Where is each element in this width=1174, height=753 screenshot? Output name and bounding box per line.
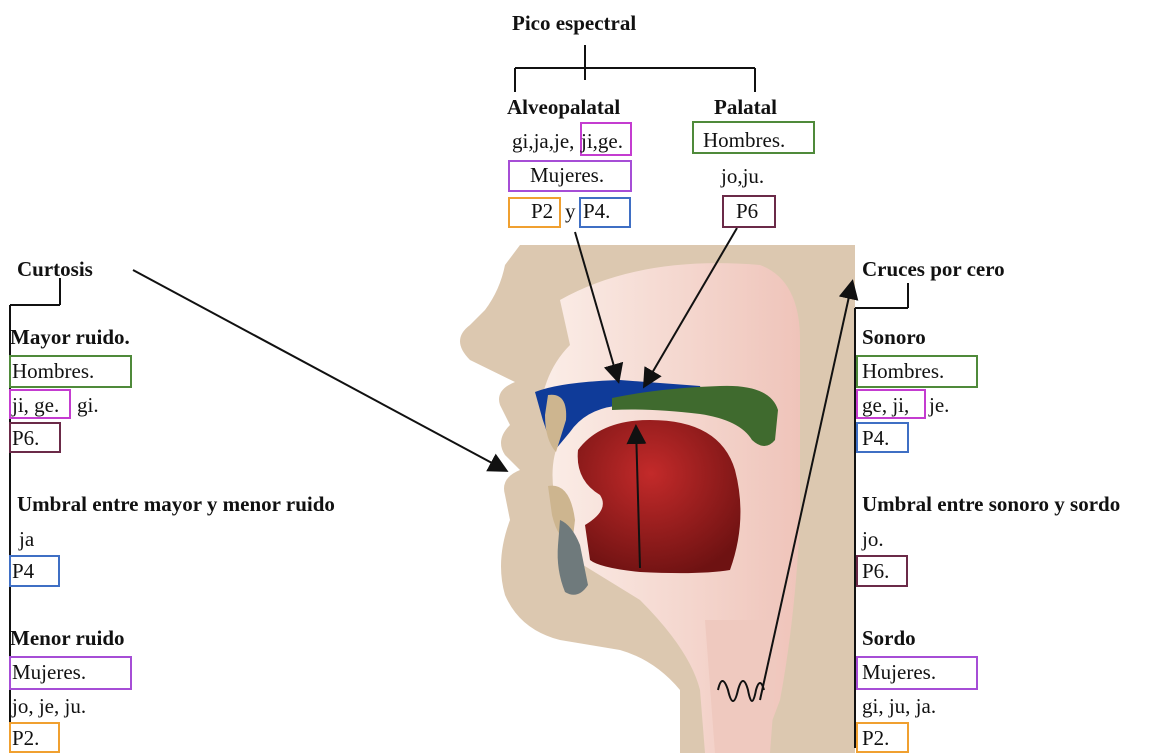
tongue bbox=[578, 420, 741, 573]
mayor-hombres: Hombres. bbox=[12, 359, 94, 383]
palatal-p6: P6 bbox=[736, 199, 758, 223]
sonoro-p4: P4. bbox=[862, 426, 889, 450]
palatal-hombres: Hombres. bbox=[703, 128, 785, 152]
alveopalatal-mujeres: Mujeres. bbox=[530, 163, 604, 187]
alveopalatal-p4: P4. bbox=[583, 199, 610, 223]
sonoro-title: Sonoro bbox=[862, 325, 926, 349]
umbral-sonoro-p6: P6. bbox=[862, 559, 889, 583]
alveopalatal-y: y bbox=[565, 199, 576, 223]
throat bbox=[705, 620, 780, 753]
mayor-p6: P6. bbox=[12, 426, 39, 450]
menor-p2: P2. bbox=[12, 726, 39, 750]
menor-mujeres: Mujeres. bbox=[12, 660, 86, 684]
alveopalatal-syllables: gi,ja,je, bbox=[512, 129, 574, 153]
umbral-sonoro-title: Umbral entre sonoro y sordo bbox=[862, 492, 1120, 516]
umbral-ruido-title: Umbral entre mayor y menor ruido bbox=[17, 492, 335, 516]
alveopalatal-ji-ge: ji,ge. bbox=[581, 129, 623, 153]
palatal-syllables: jo,ju. bbox=[721, 164, 764, 188]
menor-ruido-title: Menor ruido bbox=[10, 626, 125, 650]
alveopalatal-p2: P2 bbox=[531, 199, 553, 223]
sordo-p2: P2. bbox=[862, 726, 889, 750]
umbral-sonoro-jo: jo. bbox=[862, 527, 884, 551]
mayor-ruido-title: Mayor ruido. bbox=[10, 325, 130, 349]
sonoro-hombres: Hombres. bbox=[862, 359, 944, 383]
sordo-syllables: gi, ju, ja. bbox=[862, 694, 936, 718]
mayor-ji-ge: ji, ge. bbox=[12, 393, 59, 417]
umbral-ruido-p4: P4 bbox=[12, 559, 34, 583]
umbral-ruido-ja: ja bbox=[19, 527, 34, 551]
palatal-title: Palatal bbox=[714, 95, 777, 119]
pico-title: Pico espectral bbox=[512, 11, 636, 35]
sonoro-ge-ji: ge, ji, bbox=[862, 393, 909, 417]
sordo-title: Sordo bbox=[862, 626, 916, 650]
menor-syllables: jo, je, ju. bbox=[12, 694, 86, 718]
sonoro-je: je. bbox=[929, 393, 949, 417]
sordo-mujeres: Mujeres. bbox=[862, 660, 936, 684]
pico-bracket bbox=[515, 45, 755, 92]
mayor-gi: gi. bbox=[77, 393, 99, 417]
arrow-curtosis bbox=[133, 270, 505, 470]
alveopalatal-title: Alveopalatal bbox=[507, 95, 620, 119]
curtosis-title: Curtosis bbox=[17, 257, 93, 281]
cruces-title: Cruces por cero bbox=[862, 257, 1005, 281]
